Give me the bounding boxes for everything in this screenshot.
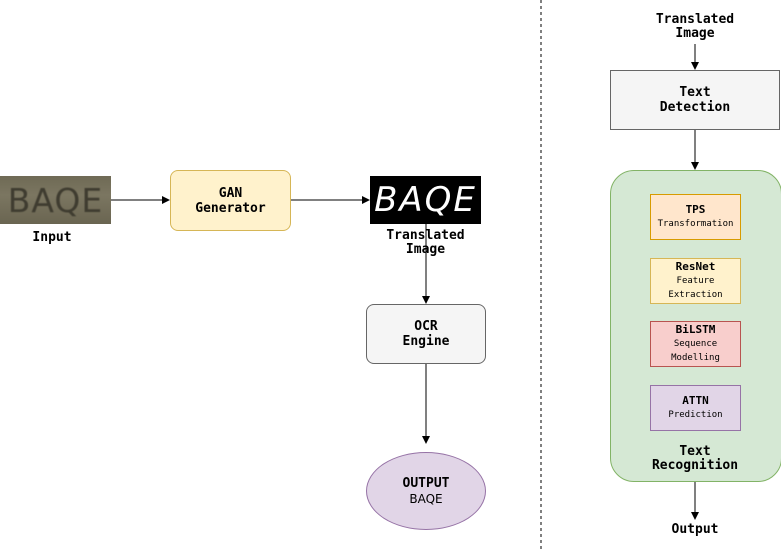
- text-detection-line1: Text: [679, 85, 711, 100]
- right-translated-line2: Image: [675, 26, 715, 41]
- right-output-label: Output: [671, 522, 719, 537]
- input-label: Input: [32, 230, 72, 245]
- attn-subtitle: Prediction: [668, 410, 723, 420]
- output-title: OUTPUT: [402, 475, 450, 491]
- input-image: BAQE: [0, 176, 111, 224]
- input-image-text: BAQE: [7, 180, 104, 220]
- attn-title: ATTN: [682, 394, 709, 407]
- ocr-line2: Engine: [402, 334, 450, 349]
- text-recognition-line2: Recognition: [651, 458, 739, 473]
- tps-subtitle: Transformation: [657, 219, 734, 229]
- resnet-subtitle-line1: Feature: [676, 276, 715, 286]
- output-ellipse: OUTPUT BAQE: [366, 452, 486, 530]
- ocr-engine-box: OCR Engine: [366, 304, 486, 364]
- gan-generator-box: GAN Generator: [170, 170, 291, 231]
- resnet-subtitle-line2: Extraction: [668, 290, 723, 300]
- translated-image-label: Translated Image: [370, 229, 481, 257]
- gan-line1: GAN: [218, 185, 243, 201]
- translated-label-line1: Translated: [386, 228, 465, 243]
- ocr-line1: OCR: [414, 319, 438, 334]
- bilstm-subtitle-line1: Sequence: [673, 339, 718, 349]
- right-translated-image-label: Translated Image: [640, 13, 750, 41]
- tps-title: TPS: [685, 203, 706, 216]
- text-detection-line2: Detection: [659, 100, 731, 115]
- output-value: BAQE: [409, 491, 443, 506]
- bilstm-subtitle-line2: Modelling: [671, 353, 720, 363]
- attn-module-box: ATTN Prediction: [650, 385, 741, 431]
- gan-line2: Generator: [195, 200, 266, 216]
- translated-label-line2: Image: [405, 242, 446, 257]
- text-recognition-label: Text Recognition: [620, 445, 770, 473]
- right-translated-line1: Translated: [655, 12, 735, 27]
- bilstm-module-box: BiLSTM Sequence Modelling: [650, 321, 741, 367]
- resnet-module-box: ResNet Feature Extraction: [650, 258, 741, 304]
- text-detection-box: Text Detection: [610, 70, 780, 130]
- resnet-title: ResNet: [675, 260, 716, 273]
- translated-image: BAQE: [370, 176, 481, 224]
- translated-image-text: BAQE: [374, 180, 477, 220]
- bilstm-title: BiLSTM: [675, 323, 716, 336]
- tps-module-box: TPS Transformation: [650, 194, 741, 240]
- text-recognition-line1: Text: [679, 444, 711, 459]
